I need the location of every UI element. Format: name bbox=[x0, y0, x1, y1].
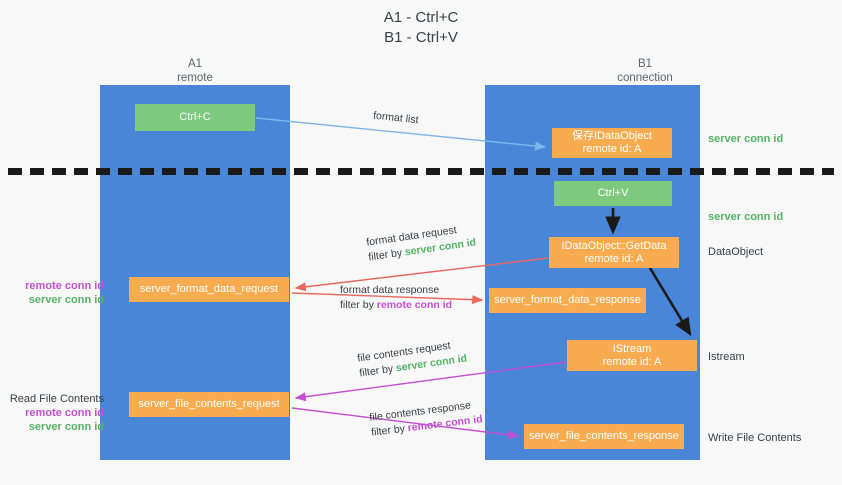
edge-label-fd-request-filter-prefix: filter by bbox=[367, 246, 406, 264]
annotation-group-conn-ids-1: remote conn id server conn id bbox=[8, 279, 104, 307]
edge-label-fc-request-filter-prefix: filter by bbox=[358, 362, 397, 380]
annotation-remote-conn-id-1: remote conn id bbox=[25, 280, 104, 292]
edge-label-format-list-text: format list bbox=[372, 109, 420, 127]
annotation-istream: Istream bbox=[708, 351, 745, 363]
edge-label-format-data-response: format data response filter by remote co… bbox=[340, 283, 452, 313]
annotation-dataobject: DataObject bbox=[708, 246, 764, 258]
column-a1-name: A1 bbox=[187, 58, 203, 70]
column-b1-role: connection bbox=[617, 72, 673, 84]
node-istream-sub: remote id: A bbox=[602, 355, 662, 368]
node-server-format-data-response[interactable]: server_format_data_response bbox=[489, 288, 646, 313]
edge-label-format-data-response-text: format data response bbox=[340, 284, 440, 296]
column-a1-role: remote bbox=[177, 72, 213, 84]
page-title: A1 - Ctrl+C B1 - Ctrl+V bbox=[0, 8, 842, 48]
title-line-1: A1 - Ctrl+C bbox=[383, 9, 459, 26]
node-save-idataobject-sub: remote id: A bbox=[582, 143, 642, 155]
node-istream[interactable]: IStream remote id: A bbox=[567, 340, 697, 371]
edge-label-file-contents-request: file contents request filter by server c… bbox=[356, 337, 468, 382]
annotation-remote-conn-id-2: remote conn id bbox=[25, 407, 104, 419]
node-idataobject-getdata-label: IDataObject::GetData bbox=[561, 239, 667, 252]
phase-divider bbox=[8, 168, 834, 175]
annotation-read-file-contents: Read File Contents bbox=[9, 393, 104, 405]
node-ctrl-c[interactable]: Ctrl+C bbox=[135, 104, 255, 131]
node-istream-label: IStream bbox=[612, 342, 652, 355]
annotation-server-conn-id-top: server conn id bbox=[708, 133, 784, 145]
edge-label-file-contents-response: file contents response filter by remote … bbox=[369, 397, 484, 440]
column-header-b1: B1 connection bbox=[545, 57, 745, 85]
node-save-idataobject-label: 保存IDataObject bbox=[571, 130, 653, 142]
edge-label-fd-response-filter-target: remote conn id bbox=[376, 299, 453, 311]
node-server-file-contents-response-label: server_file_contents_response bbox=[529, 430, 679, 442]
node-idataobject-getdata[interactable]: IDataObject::GetData remote id: A bbox=[549, 237, 679, 268]
column-b1-name: B1 bbox=[637, 58, 653, 70]
edge-label-format-data-request: format data request filter by server con… bbox=[365, 221, 477, 266]
node-server-format-data-request[interactable]: server_format_data_request bbox=[129, 277, 289, 302]
node-idataobject-getdata-sub: remote id: A bbox=[584, 252, 644, 265]
column-header-a1: A1 remote bbox=[95, 57, 295, 85]
node-save-idataobject[interactable]: 保存IDataObject remote id: A bbox=[552, 128, 672, 158]
node-server-format-data-response-label: server_format_data_response bbox=[494, 294, 641, 306]
annotation-server-conn-id-second: server conn id bbox=[708, 211, 784, 223]
node-ctrl-v[interactable]: Ctrl+V bbox=[554, 181, 672, 206]
edge-label-format-list: format list bbox=[372, 109, 420, 129]
annotation-server-conn-id-left-1: server conn id bbox=[28, 294, 104, 306]
edge-label-fd-response-filter-prefix: filter by bbox=[340, 299, 377, 311]
annotation-write-file-contents: Write File Contents bbox=[708, 432, 802, 444]
node-server-file-contents-response[interactable]: server_file_contents_response bbox=[524, 424, 684, 449]
node-server-file-contents-request[interactable]: server_file_contents_request bbox=[129, 392, 289, 417]
edge-label-fc-response-filter-prefix: filter by bbox=[370, 422, 409, 439]
annotation-group-read-file-contents: Read File Contents remote conn id server… bbox=[8, 392, 104, 434]
node-server-file-contents-request-label: server_file_contents_request bbox=[138, 398, 280, 410]
title-line-2: B1 - Ctrl+V bbox=[384, 29, 458, 46]
node-server-format-data-request-label: server_format_data_request bbox=[139, 283, 279, 295]
annotation-server-conn-id-left-2: server conn id bbox=[28, 421, 104, 433]
node-ctrl-v-label: Ctrl+V bbox=[597, 187, 629, 199]
node-ctrl-c-label: Ctrl+C bbox=[179, 111, 211, 123]
